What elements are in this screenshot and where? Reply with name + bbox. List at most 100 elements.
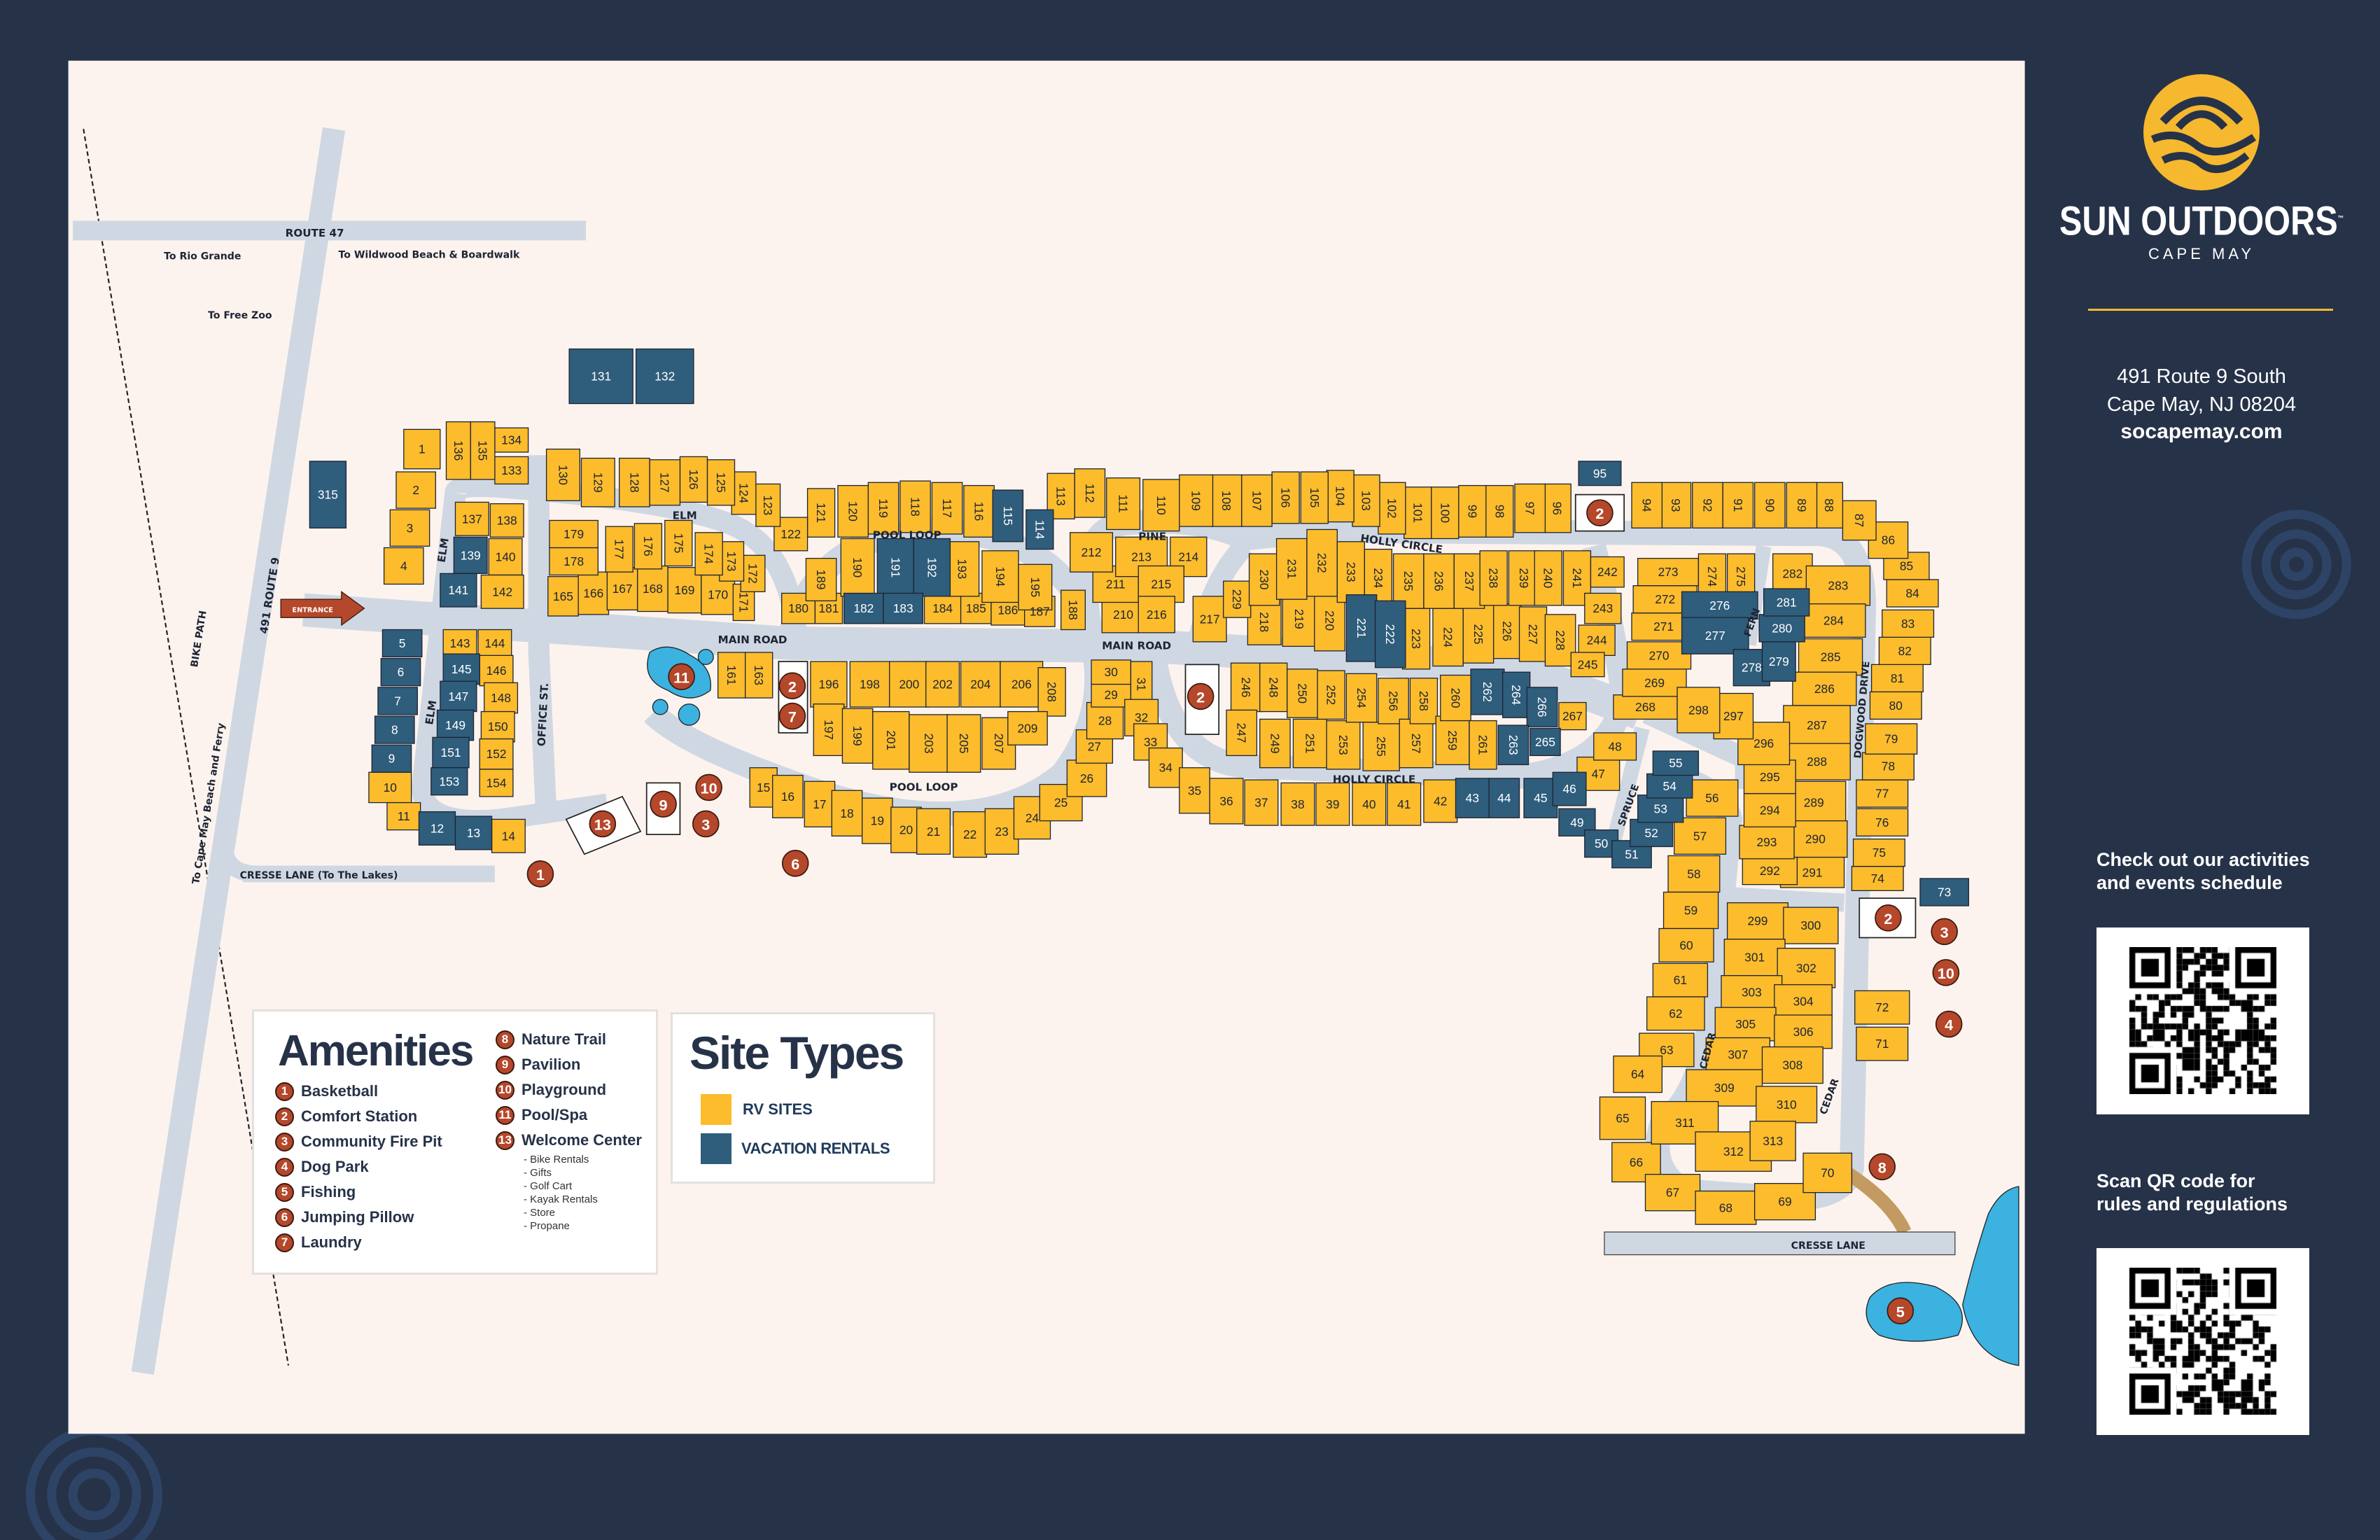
rv-site[interactable]	[1306, 528, 1338, 597]
rv-site[interactable]	[1743, 792, 1796, 827]
vacation-rental-site[interactable]	[1523, 778, 1558, 818]
rv-site[interactable]	[1792, 671, 1857, 706]
vacation-rental-site[interactable]	[1681, 617, 1749, 654]
vacation-rental-site[interactable]	[1497, 724, 1530, 766]
rules-qr-code[interactable]	[2096, 1248, 2309, 1435]
rv-site[interactable]	[1401, 608, 1431, 670]
rv-site[interactable]	[442, 629, 477, 658]
rv-site[interactable]	[494, 456, 529, 485]
rv-site[interactable]	[1870, 664, 1924, 693]
rv-site[interactable]	[1544, 614, 1576, 667]
rv-site[interactable]	[1091, 682, 1132, 708]
rv-site[interactable]	[1658, 927, 1714, 962]
rv-site[interactable]	[806, 488, 836, 538]
rv-site[interactable]	[605, 526, 634, 573]
rv-site[interactable]	[1739, 825, 1795, 860]
rv-site[interactable]	[1534, 550, 1562, 606]
activities-qr-code[interactable]	[2096, 927, 2309, 1114]
rv-site[interactable]	[386, 802, 421, 831]
rv-site[interactable]	[1259, 718, 1291, 769]
vacation-rental-site[interactable]	[1455, 778, 1490, 818]
vacation-rental-site[interactable]	[1652, 750, 1700, 776]
vacation-rental-site[interactable]	[371, 744, 412, 773]
rv-site[interactable]	[545, 448, 580, 501]
rv-site[interactable]	[1091, 659, 1132, 685]
rv-site[interactable]	[1070, 532, 1114, 573]
rv-site[interactable]	[931, 482, 963, 535]
rv-site[interactable]	[1660, 482, 1692, 528]
rv-site[interactable]	[1431, 486, 1460, 540]
amenity-marker-1[interactable]: 1	[526, 860, 554, 888]
rv-site[interactable]	[916, 808, 951, 855]
rv-site[interactable]	[549, 519, 598, 549]
rv-site[interactable]	[960, 661, 1001, 708]
rv-site[interactable]	[1786, 482, 1818, 528]
rv-site[interactable]	[679, 456, 708, 503]
rv-site[interactable]	[694, 532, 723, 576]
rv-site[interactable]	[1777, 948, 1836, 988]
rv-site[interactable]	[813, 704, 845, 757]
rv-site[interactable]	[1754, 482, 1786, 528]
rv-site[interactable]	[840, 538, 875, 597]
rv-site[interactable]	[1247, 598, 1282, 645]
rv-site[interactable]	[890, 806, 922, 853]
rv-site[interactable]	[1652, 962, 1709, 997]
rv-site[interactable]	[664, 519, 693, 567]
rv-site[interactable]	[1230, 662, 1262, 713]
vacation-rental-site[interactable]	[1470, 668, 1505, 715]
rv-site[interactable]	[488, 538, 523, 576]
rv-site[interactable]	[1074, 468, 1106, 518]
amenity-marker-2[interactable]: 2	[778, 672, 806, 699]
vacation-rental-site[interactable]	[1646, 773, 1693, 799]
amenity-marker-2[interactable]: 2	[1586, 499, 1614, 526]
rv-site[interactable]	[1518, 606, 1548, 662]
rv-site[interactable]	[1662, 891, 1719, 930]
website-link[interactable]: socapemay.com	[2120, 420, 2283, 443]
rv-site[interactable]	[1686, 779, 1739, 817]
amenity-marker-3[interactable]: 3	[1931, 918, 1958, 946]
rv-site[interactable]	[1409, 678, 1438, 724]
rv-site[interactable]	[1631, 482, 1663, 528]
rv-site[interactable]	[1644, 1173, 1701, 1212]
rv-site[interactable]	[637, 565, 668, 612]
rv-site[interactable]	[810, 661, 848, 708]
rv-site[interactable]	[1713, 692, 1754, 740]
amenity-marker-2[interactable]: 2	[1186, 682, 1214, 710]
vacation-rental-site[interactable]	[1761, 641, 1796, 682]
rv-site[interactable]	[899, 480, 931, 533]
rv-site[interactable]	[1345, 673, 1378, 723]
vacation-rental-site[interactable]	[380, 658, 421, 687]
rv-site[interactable]	[1037, 667, 1066, 717]
rv-site[interactable]	[547, 575, 579, 617]
rv-site[interactable]	[1695, 1190, 1757, 1225]
rv-site[interactable]	[867, 482, 899, 535]
rv-site[interactable]	[1584, 592, 1622, 624]
amenity-marker-10[interactable]: 10	[1932, 959, 1960, 986]
rv-site[interactable]	[1692, 482, 1723, 528]
rv-site[interactable]	[479, 769, 514, 797]
rv-site[interactable]	[1856, 1026, 1909, 1061]
rv-site[interactable]	[1392, 553, 1424, 609]
amenity-marker-2[interactable]: 2	[1875, 904, 1902, 932]
rv-site[interactable]	[1802, 1152, 1853, 1194]
rv-site[interactable]	[772, 774, 804, 818]
rv-site[interactable]	[1282, 591, 1317, 647]
rv-site[interactable]	[1761, 1046, 1823, 1084]
rv-site[interactable]	[491, 818, 526, 853]
rv-site[interactable]	[909, 714, 949, 773]
entrance-arrow[interactable]: ENTRANCE	[280, 591, 365, 626]
rv-site[interactable]	[1772, 553, 1813, 594]
rv-site[interactable]	[1723, 939, 1786, 976]
rv-site[interactable]	[1336, 541, 1366, 603]
rv-site[interactable]	[981, 550, 1019, 603]
rv-site[interactable]	[1578, 624, 1616, 657]
rv-site[interactable]	[368, 771, 412, 804]
rv-site[interactable]	[1599, 1096, 1646, 1140]
vacation-rental-site[interactable]	[1919, 878, 1970, 906]
vacation-rental-site[interactable]	[440, 573, 477, 608]
vacation-rental-site[interactable]	[382, 629, 423, 658]
rv-site[interactable]	[1590, 556, 1625, 588]
vacation-rental-site[interactable]	[1530, 727, 1561, 757]
rv-site[interactable]	[634, 523, 663, 570]
vacation-rental-site[interactable]	[432, 736, 470, 769]
